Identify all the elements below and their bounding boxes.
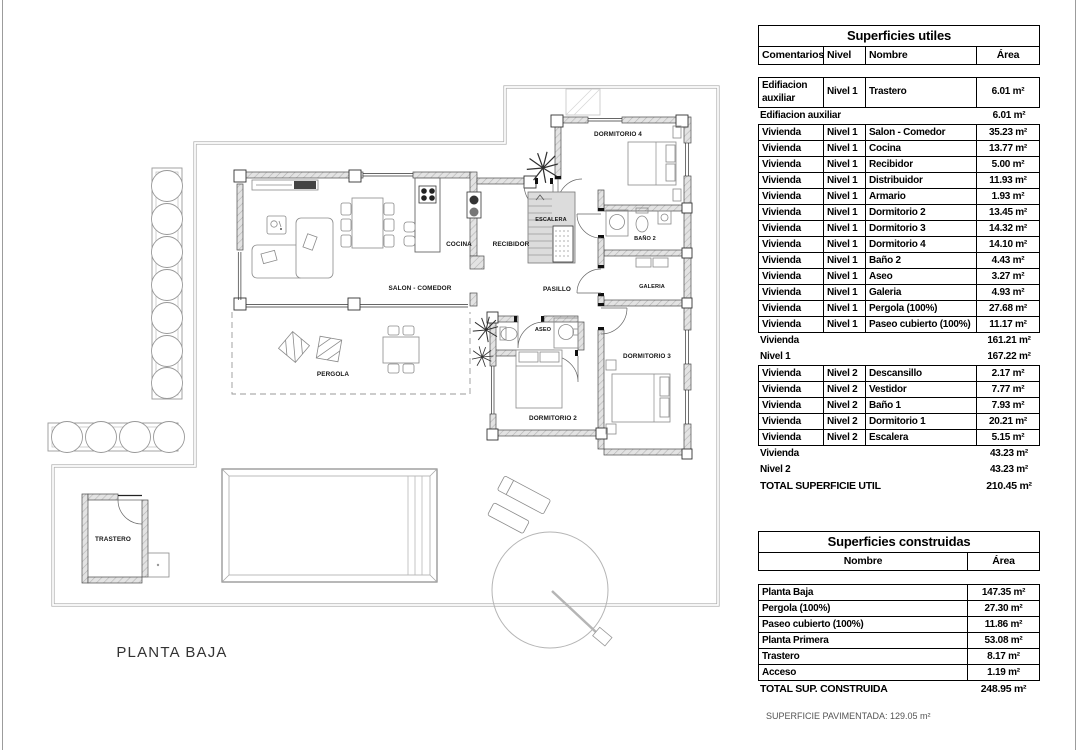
col-area: Área (992, 555, 1015, 567)
col-area: Área (996, 49, 1020, 61)
sofa-chaise (295, 217, 334, 279)
outdoor-table (382, 336, 420, 364)
aseo-sink (553, 317, 579, 349)
cooktop (418, 185, 437, 204)
col-nombre: Nombre (866, 47, 977, 64)
plan-caption: PLANTA BAJA (116, 644, 227, 661)
pavimentada-note: SUPERFICIE PAVIMENTADA: 129.05 m² (766, 711, 931, 721)
sheet-edge-left (2, 0, 3, 750)
construidas-header: Nombre Área (758, 553, 1040, 571)
table-row: Paseo cubierto (100%)11.86 m² (758, 617, 1040, 633)
dormitorio3-label: DORMITORIO 3 (623, 353, 671, 360)
pergola-label: PERGOLA (317, 371, 350, 378)
sun-loungers (487, 476, 551, 534)
construidas-title: Superficies construidas (758, 531, 1040, 553)
plot-boundary (51, 85, 720, 607)
planter-horizontal (47, 421, 185, 453)
windows (237, 118, 689, 424)
salon-label: SALON - COMEDOR (389, 285, 452, 292)
col-nivel: Nivel (824, 47, 866, 64)
trastero-room: TRASTERO (81, 493, 170, 584)
recibidor-label: RECIBIDOR (493, 241, 530, 248)
pasillo-label: PASILLO (543, 286, 571, 293)
utiles-header: Comentarios Nivel Nombre Área (758, 47, 1040, 65)
pergola-area (231, 312, 471, 395)
room-labels: SALON - COMEDOR COCINA RECIBIDOR ESCALER… (317, 131, 671, 422)
dining-table (351, 197, 384, 249)
staircase (527, 191, 576, 264)
pool (221, 468, 438, 583)
superficies-construidas-table: Superficies construidas Nombre Área Plan… (758, 531, 1040, 697)
living-room-furniture (251, 177, 482, 279)
tv (294, 181, 316, 189)
utiles-title: Superficies utiles (758, 25, 1040, 47)
dormitorio4-label: DORMITORIO 4 (594, 131, 642, 138)
table-row: Pergola (100%)27.30 m² (758, 601, 1040, 617)
trastero-label: TRASTERO (95, 536, 131, 543)
aseo-toilet (500, 327, 518, 341)
sheet-edge-right (1075, 0, 1076, 750)
bath2-sink (605, 209, 629, 237)
escalera-label: ESCALERA (535, 217, 567, 223)
galeria-label: GALERIA (639, 284, 665, 290)
entry-walkway (565, 88, 601, 116)
bedroom-bath-furniture (499, 125, 682, 435)
col-comentarios: Comentarios (759, 47, 824, 64)
aseo-label: ASEO (535, 327, 552, 333)
planter-vertical (151, 167, 183, 400)
bano2-label: BAÑO 2 (634, 235, 656, 242)
parasol (491, 531, 613, 649)
thermostat (266, 215, 287, 235)
bath2-toilet (635, 215, 649, 233)
superficies-utiles-table: Superficies utiles Comentarios Nivel Nom… (758, 25, 1040, 494)
col-nombre: Nombre (759, 553, 968, 570)
floor-plan-drawing: TRASTERO (47, 85, 720, 661)
dormitorio2-label: DORMITORIO 2 (529, 415, 577, 422)
cocina-label: COCINA (446, 241, 472, 248)
